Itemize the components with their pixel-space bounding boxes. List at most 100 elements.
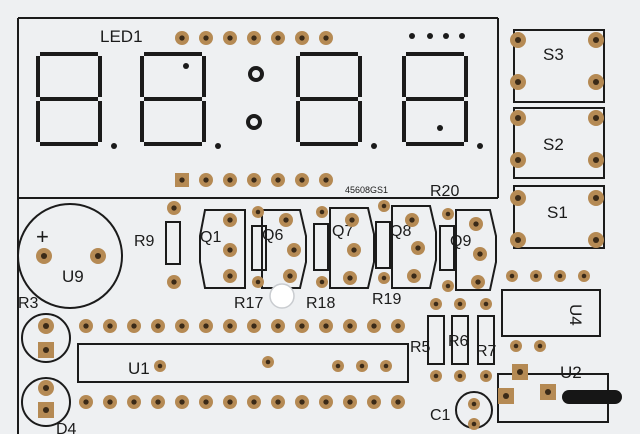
resistor-pad-drill <box>381 203 387 209</box>
label-q6: Q6 <box>262 227 283 244</box>
label-s3: S3 <box>543 45 564 64</box>
u2-pad-drill <box>544 388 552 396</box>
d4-outline <box>21 377 71 427</box>
led-top-pad-drill <box>275 35 281 41</box>
switch-pad-drill <box>514 194 522 202</box>
via <box>437 125 443 131</box>
label-r20: R20 <box>430 183 459 200</box>
u1-top-pad-drill <box>395 323 401 329</box>
label-u2: U2 <box>560 363 582 382</box>
u2-pad-drill <box>516 368 524 376</box>
u1-top-pad-drill <box>323 323 329 329</box>
resistor-r9-outline <box>165 221 181 265</box>
led-top-pad-drill <box>203 35 209 41</box>
u1-bottom-pad-drill <box>107 399 113 405</box>
u1-top-pad-drill <box>131 323 137 329</box>
via <box>443 33 449 39</box>
u1-bottom-pad-drill <box>299 399 305 405</box>
label-r3: R3 <box>18 295 39 312</box>
transistor-pad-drill <box>411 273 417 279</box>
u1-outline <box>77 343 409 383</box>
u2-pad-drill <box>502 392 510 400</box>
r5-r7-pad-drill <box>433 373 439 379</box>
digit-2 <box>140 52 206 146</box>
digit-1 <box>36 52 102 146</box>
led-top-pad-drill <box>251 35 257 41</box>
label-c1: C1 <box>430 407 451 424</box>
switch-s1 <box>513 185 605 249</box>
row-resistor-outlines <box>251 221 455 271</box>
colon-dot-top <box>248 66 264 82</box>
u4-pad-drill <box>557 273 563 279</box>
u1-bottom-pad-drill <box>251 399 257 405</box>
transistor-pad-drill <box>227 217 233 223</box>
r5-r7-pad-drill <box>457 301 463 307</box>
label-q1: Q1 <box>200 229 221 246</box>
colon-dot-bottom <box>246 114 262 130</box>
led-top-pad-drill <box>323 35 329 41</box>
label-u4: U4 <box>566 304 585 326</box>
u1-bottom-pad-drill <box>179 399 185 405</box>
u2-tab <box>562 390 622 404</box>
resistor-pad-drill <box>319 279 325 285</box>
resistor-pad-drill <box>319 209 325 215</box>
r3-pad-drill <box>42 322 50 330</box>
label-r18: R18 <box>306 295 335 312</box>
r3-outline <box>21 313 71 363</box>
r5-r7-outlines <box>427 315 495 365</box>
transistor-pad-drill <box>415 245 421 251</box>
u1-bottom-pad-drill <box>227 399 233 405</box>
led-top-pad-drill <box>227 35 233 41</box>
u1-top-pad-drill <box>347 323 353 329</box>
seven-segment-display <box>36 52 483 149</box>
transistor-pad-drill <box>473 221 479 227</box>
digit-3-dp <box>371 143 377 149</box>
r5-r7-pad-drill <box>483 301 489 307</box>
u1-bottom-pad-drill <box>203 399 209 405</box>
switch-pad-drill <box>514 36 522 44</box>
digit-4-dp <box>477 143 483 149</box>
u1-inner-pad-drill <box>383 363 389 369</box>
u4-pad-drill <box>509 273 515 279</box>
led-bottom-pad-drill <box>275 177 281 183</box>
u1-bottom-pad-drill <box>347 399 353 405</box>
switch-pad-drill <box>514 114 522 122</box>
switch-pad-drill <box>592 156 600 164</box>
led-bottom-pad-drill <box>251 177 257 183</box>
resistor-pad-drill <box>445 211 451 217</box>
u1-inner-pad-drill <box>359 363 365 369</box>
transistor-pad-drill <box>475 279 481 285</box>
buzzer-pad-drill <box>94 252 102 260</box>
label-u9: U9 <box>62 267 84 286</box>
u2-aux-pad-drill <box>537 343 543 349</box>
label-u1: U1 <box>128 359 150 378</box>
u1-inner-pad-drill <box>157 363 163 369</box>
r3-pad-drill <box>42 346 50 354</box>
led-bottom-pad-drill <box>323 177 329 183</box>
led-bottom-pad-drill <box>203 177 209 183</box>
board-outline <box>17 17 499 434</box>
label-q7: Q7 <box>332 223 353 240</box>
u1-bottom-pad-drill <box>395 399 401 405</box>
transistor-outlines <box>199 205 497 291</box>
label-q8: Q8 <box>390 223 411 240</box>
transistor-pad-drill <box>227 247 233 253</box>
switch-pad-drill <box>514 78 522 86</box>
u1-top-pad-drill <box>299 323 305 329</box>
u1-top-pad-drill <box>371 323 377 329</box>
transistor-pad-drill <box>347 275 353 281</box>
label-plus: + <box>36 224 49 249</box>
part-code-label: 45608GS1 <box>345 185 388 195</box>
switch-pad-drill <box>592 114 600 122</box>
label-d4: D4 <box>56 421 77 434</box>
u1-bottom-pad-drill <box>155 399 161 405</box>
u1-top-pad-drill <box>179 323 185 329</box>
led-bottom-pad-drill <box>299 177 305 183</box>
r5-r7-pad-drill <box>433 301 439 307</box>
switch-s2 <box>513 107 605 179</box>
label-r5: R5 <box>410 339 431 356</box>
u1-bottom-pad-drill <box>275 399 281 405</box>
transistor-pad-drill <box>291 247 297 253</box>
resistor-pad-drill <box>255 279 261 285</box>
